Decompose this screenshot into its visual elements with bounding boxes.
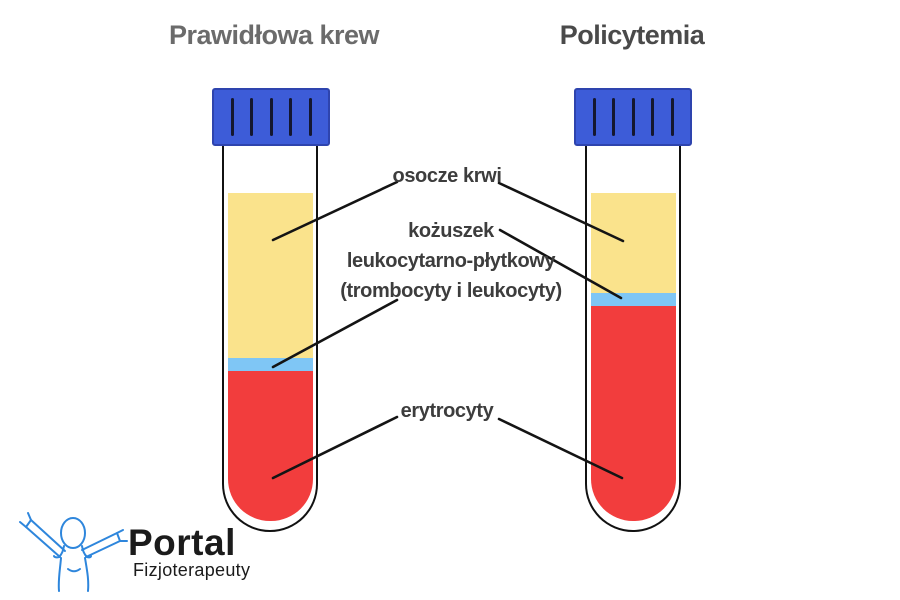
right-tube-cap	[574, 88, 692, 146]
cap-ridge	[269, 98, 273, 136]
cap-ridge	[631, 98, 635, 136]
cap-ridge	[670, 98, 674, 136]
cap-ridge	[250, 98, 253, 136]
cap-ridge	[308, 98, 312, 136]
portal-fizjoterapeuty-logo: Portal Fizjoterapeuty	[16, 506, 266, 596]
cap-ridge	[230, 98, 234, 136]
left-buffy-coat-layer	[228, 358, 313, 371]
erythrocytes-label: erytrocyty	[400, 400, 494, 422]
left-tube-cap	[212, 88, 330, 146]
cap-ridge	[612, 98, 615, 136]
left-erythrocyte-layer	[228, 371, 313, 521]
buffy-coat-label: kożuszek leukocytarno-płytkowy (trombocy…	[340, 216, 562, 306]
person-raised-arms-icon	[19, 512, 128, 592]
logo-title: Portal	[128, 522, 236, 563]
left-tube-title: Prawidłowa krew	[168, 20, 380, 50]
buffy-coat-label-line3: (trombocyty i leukocyty)	[340, 280, 562, 302]
right-buffy-coat-layer	[591, 293, 676, 306]
right-tube-title: Policytemia	[559, 20, 705, 50]
logo-subtitle: Fizjoterapeuty	[133, 560, 251, 580]
right-plasma-layer	[591, 193, 676, 293]
buffy-coat-label-line2: leukocytarno-płytkowy	[346, 250, 556, 272]
cap-ridge	[592, 98, 596, 136]
plasma-label: osocze krwi	[392, 165, 502, 187]
cap-ridge	[651, 98, 654, 136]
cap-ridge	[289, 98, 292, 136]
buffy-coat-label-line1: kożuszek	[408, 220, 494, 242]
right-erythrocyte-layer	[591, 306, 676, 521]
left-plasma-layer	[228, 193, 313, 358]
